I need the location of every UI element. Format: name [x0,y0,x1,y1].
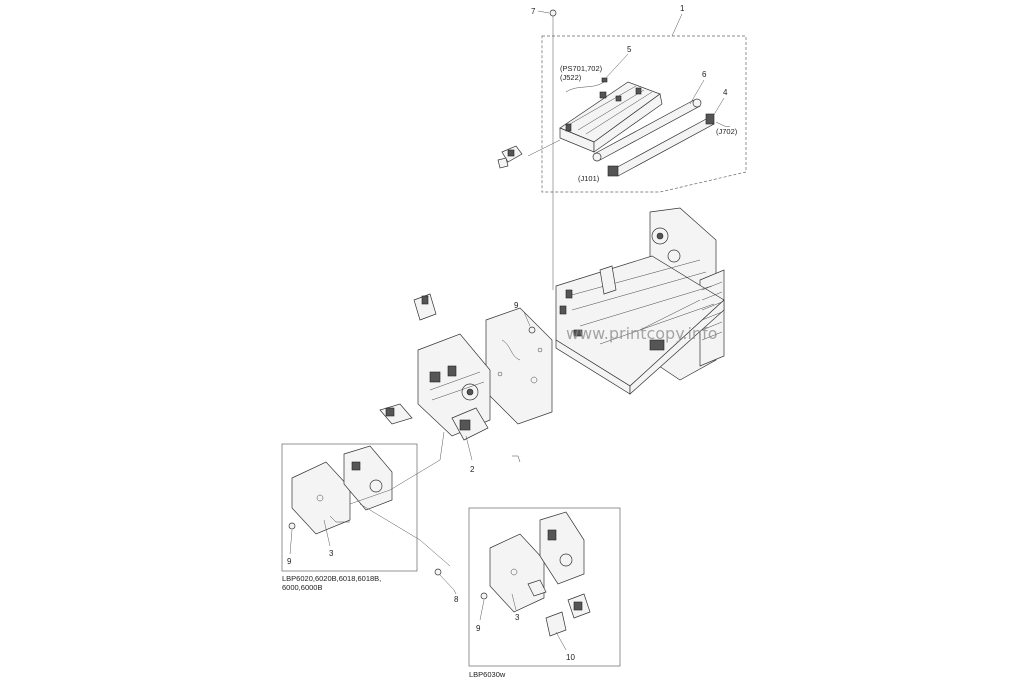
callout-8: 8 [454,595,459,604]
callout-4: 4 [723,88,728,97]
connector-j101: (J101) [578,174,600,183]
inset-lbp6020-group [281,431,445,572]
drive-assembly-drawing [379,293,521,463]
callout-1: 1 [680,4,685,13]
connector-ps701-702: (PS701,702) [560,64,603,73]
inset-lbp6030w-frame [468,507,621,667]
sensor-harness-drawing [565,77,608,93]
watermark-text: www.printcopy.info [566,324,718,343]
side-plate-drawing [485,307,553,425]
connector-j702: (J702) [716,127,738,136]
fixing-assembly-outline [541,35,747,193]
callout-3-left: 3 [329,549,334,558]
callout-9-left: 9 [287,557,292,566]
printer-frame-drawing [555,207,725,395]
caption-lbp6030w: LBP6030w [469,670,506,679]
callout-7: 7 [531,7,536,16]
screw-9-upper [523,311,536,334]
callout-9-upper: 9 [514,301,519,310]
connector-j522: (J522) [560,73,582,82]
fixing-side-part [497,145,523,169]
caption-models-line1: LBP6020,6020B,6018,6018B, [282,574,381,583]
screw-8 [359,503,457,595]
screw-7 [549,9,557,290]
callout-2: 2 [470,465,475,474]
callout-9-right: 9 [476,624,481,633]
callout-10: 10 [566,653,575,662]
pressure-roller-drawing [592,98,702,162]
fixing-assembly-group [497,35,747,193]
callout-5: 5 [627,45,632,54]
caption-models-line2: 6000,6000B [282,583,322,592]
inset-lbp6030w-group [468,507,621,667]
inset-lbp6020-frame [281,443,418,572]
fixing-film-drawing [607,113,731,177]
callout-3-right: 3 [515,613,520,622]
callout-6: 6 [702,70,707,79]
fixing-unit-drawing [559,81,663,153]
